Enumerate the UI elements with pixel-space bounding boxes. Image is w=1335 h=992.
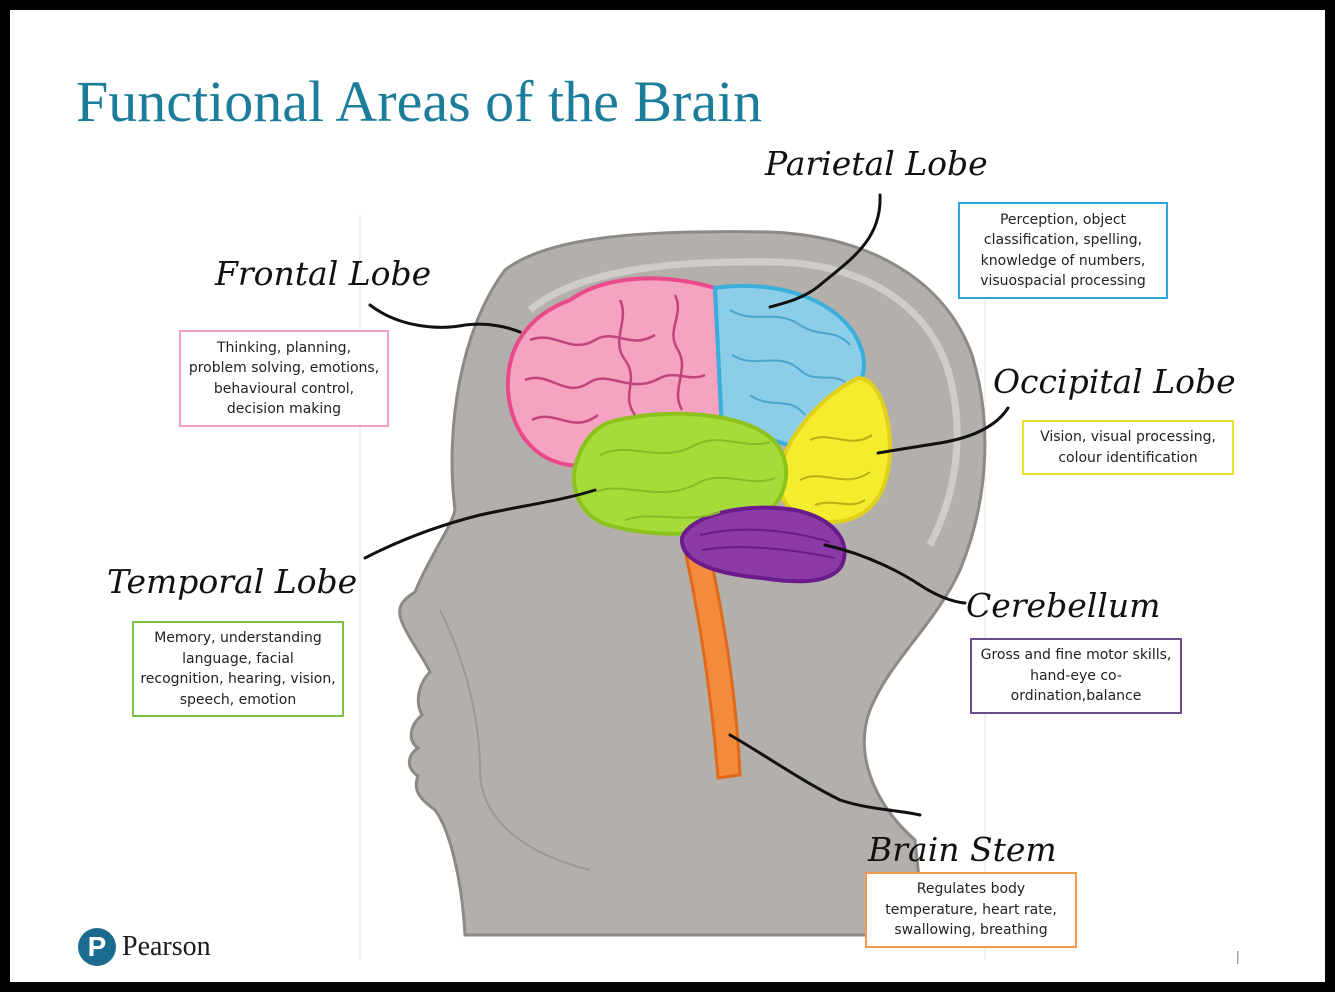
brain-stem-description: Regulates body temperature, heart rate, … bbox=[865, 872, 1077, 948]
frontal-description: Thinking, planning, problem solving, emo… bbox=[179, 330, 389, 427]
cerebellum-folds bbox=[699, 528, 836, 559]
temporal-description: Memory, understanding language, facial r… bbox=[132, 621, 344, 717]
temporal-gyri bbox=[594, 439, 776, 521]
cerebellum-shape bbox=[679, 505, 847, 584]
pearson-logo: P Pearson bbox=[78, 928, 211, 966]
page-title: Functional Areas of the Brain bbox=[76, 69, 763, 134]
brain-illustration bbox=[359, 193, 1010, 960]
frontal-pointer bbox=[368, 303, 522, 334]
page-marker: | bbox=[1236, 948, 1240, 964]
slide: Functional Areas of the Brain bbox=[10, 10, 1325, 982]
pearson-logo-mark: P bbox=[78, 928, 116, 966]
skull-outline bbox=[527, 258, 961, 547]
cerebellum-description: Gross and fine motor skills, hand-eye co… bbox=[970, 638, 1182, 714]
parietal-pointer bbox=[768, 193, 882, 309]
pearson-logo-text: Pearson bbox=[122, 931, 211, 962]
pointer-lines bbox=[363, 193, 1010, 817]
brain-stem-label: Brain Stem bbox=[868, 830, 1057, 869]
occipital-lobe-label: Occipital Lobe bbox=[993, 362, 1236, 401]
occipital-gyri bbox=[799, 434, 873, 506]
frontal-lobe-label: Frontal Lobe bbox=[215, 254, 432, 293]
occipital-lobe-shape bbox=[776, 375, 892, 525]
occipital-pointer bbox=[876, 406, 1010, 455]
cerebellum-pointer bbox=[823, 543, 967, 605]
parietal-lobe-label: Parietal Lobe bbox=[765, 144, 988, 183]
parietal-description: Perception, object classification, spell… bbox=[958, 202, 1168, 299]
brain-stem-pointer bbox=[728, 733, 922, 817]
frontal-gyri bbox=[524, 294, 706, 424]
parietal-gyri bbox=[729, 309, 851, 416]
temporal-lobe-label: Temporal Lobe bbox=[107, 562, 358, 601]
occipital-description: Vision, visual processing, colour identi… bbox=[1022, 420, 1234, 475]
brain-stem-shape bbox=[684, 553, 742, 780]
cerebellum-label: Cerebellum bbox=[966, 586, 1161, 625]
temporal-pointer bbox=[363, 488, 597, 560]
face-outline bbox=[439, 609, 591, 871]
